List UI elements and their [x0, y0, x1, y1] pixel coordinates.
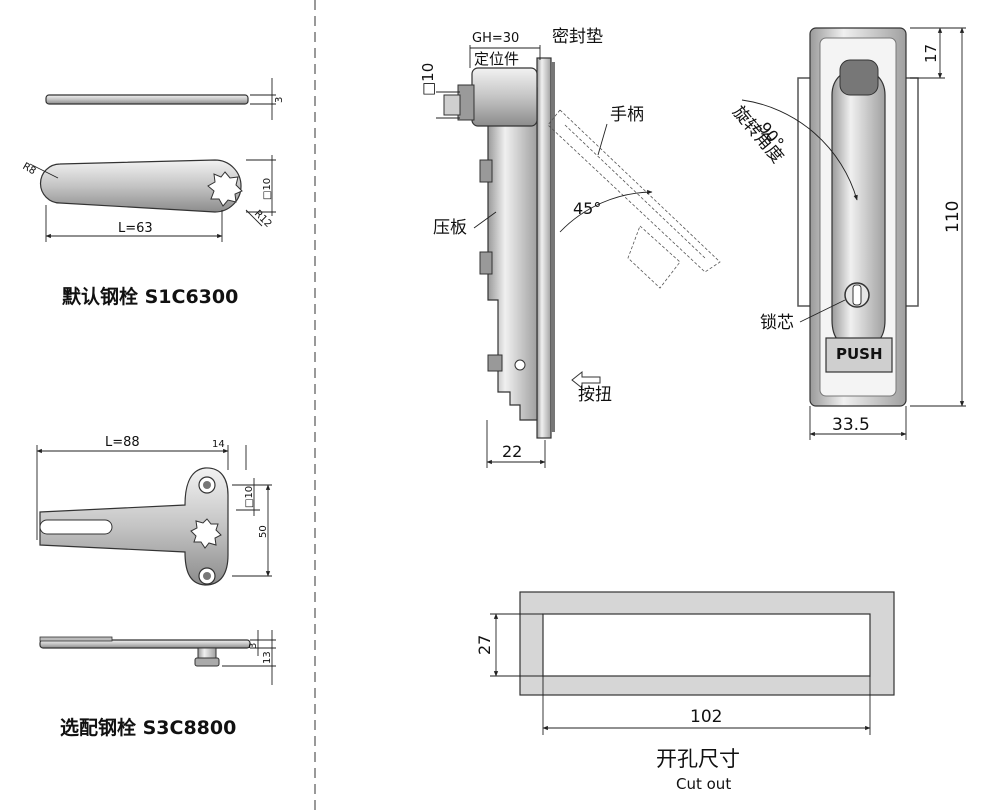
side-push-label: 按扭 [578, 385, 612, 405]
side-plate-label: 压板 [433, 218, 467, 238]
front-width-dim: 33.5 [832, 415, 870, 435]
cutout-drawing: 27 102 开孔尺寸 Cut out [475, 591, 895, 793]
s1-radius-tip-label: R8 [21, 161, 38, 177]
s1-caption: 默认钢栓 S1C6300 [62, 285, 238, 308]
s3-bolt-side-view: 3 13 [39, 630, 276, 685]
s1-bolt-plan-view: L=63 R8 R12 □10 [21, 155, 276, 242]
s3-thickness-label: 3 [248, 643, 259, 649]
side-locator-label: 定位件 [474, 50, 519, 68]
front-top-dim: 17 [922, 44, 940, 63]
s3-offset-label: 14 [212, 439, 225, 450]
s3-square-label: □10 [244, 486, 255, 508]
front-push-text: PUSH [836, 345, 883, 363]
side-gh-label: GH=30 [472, 31, 519, 46]
s3-length-label: L=88 [105, 435, 140, 450]
s3-caption: 选配钢栓 S3C8800 [60, 716, 236, 739]
s1-length-label: L=63 [118, 221, 153, 236]
side-angle-label: 45° [573, 199, 601, 218]
side-handle-label: 手柄 [610, 105, 644, 125]
front-lock-core-label: 锁芯 [760, 313, 794, 333]
s3-star-hole-icon [190, 518, 222, 549]
side-depth-label: 22 [502, 442, 522, 461]
s1-star-hole-icon [207, 171, 243, 207]
s3-bolt-plan-view: L=88 14 □10 50 [36, 435, 272, 586]
s3-height-label: 13 [262, 651, 273, 664]
front-height-dim: 110 [943, 201, 963, 233]
cutout-width-dim: 102 [690, 707, 722, 727]
side-gasket-label: 密封垫 [552, 27, 603, 47]
cutout-title: 开孔尺寸 [656, 747, 740, 771]
cutout-subtitle: Cut out [676, 775, 731, 793]
s1-square-label: □10 [262, 178, 273, 200]
s1-bolt-top-view: 3 [45, 78, 285, 120]
s3-spacing-label: 50 [258, 525, 269, 538]
s1-thickness-label: 3 [274, 97, 285, 103]
side-view-drawing: 45° GH=30 密封垫 定位件 □10 手柄 压板 按扭 22 [419, 27, 721, 468]
cutout-height-dim: 27 [475, 635, 494, 655]
side-square-label: □10 [419, 63, 437, 96]
front-view-drawing: PUSH 90° 旋转角度 锁芯 17 110 33.5 [728, 27, 966, 440]
